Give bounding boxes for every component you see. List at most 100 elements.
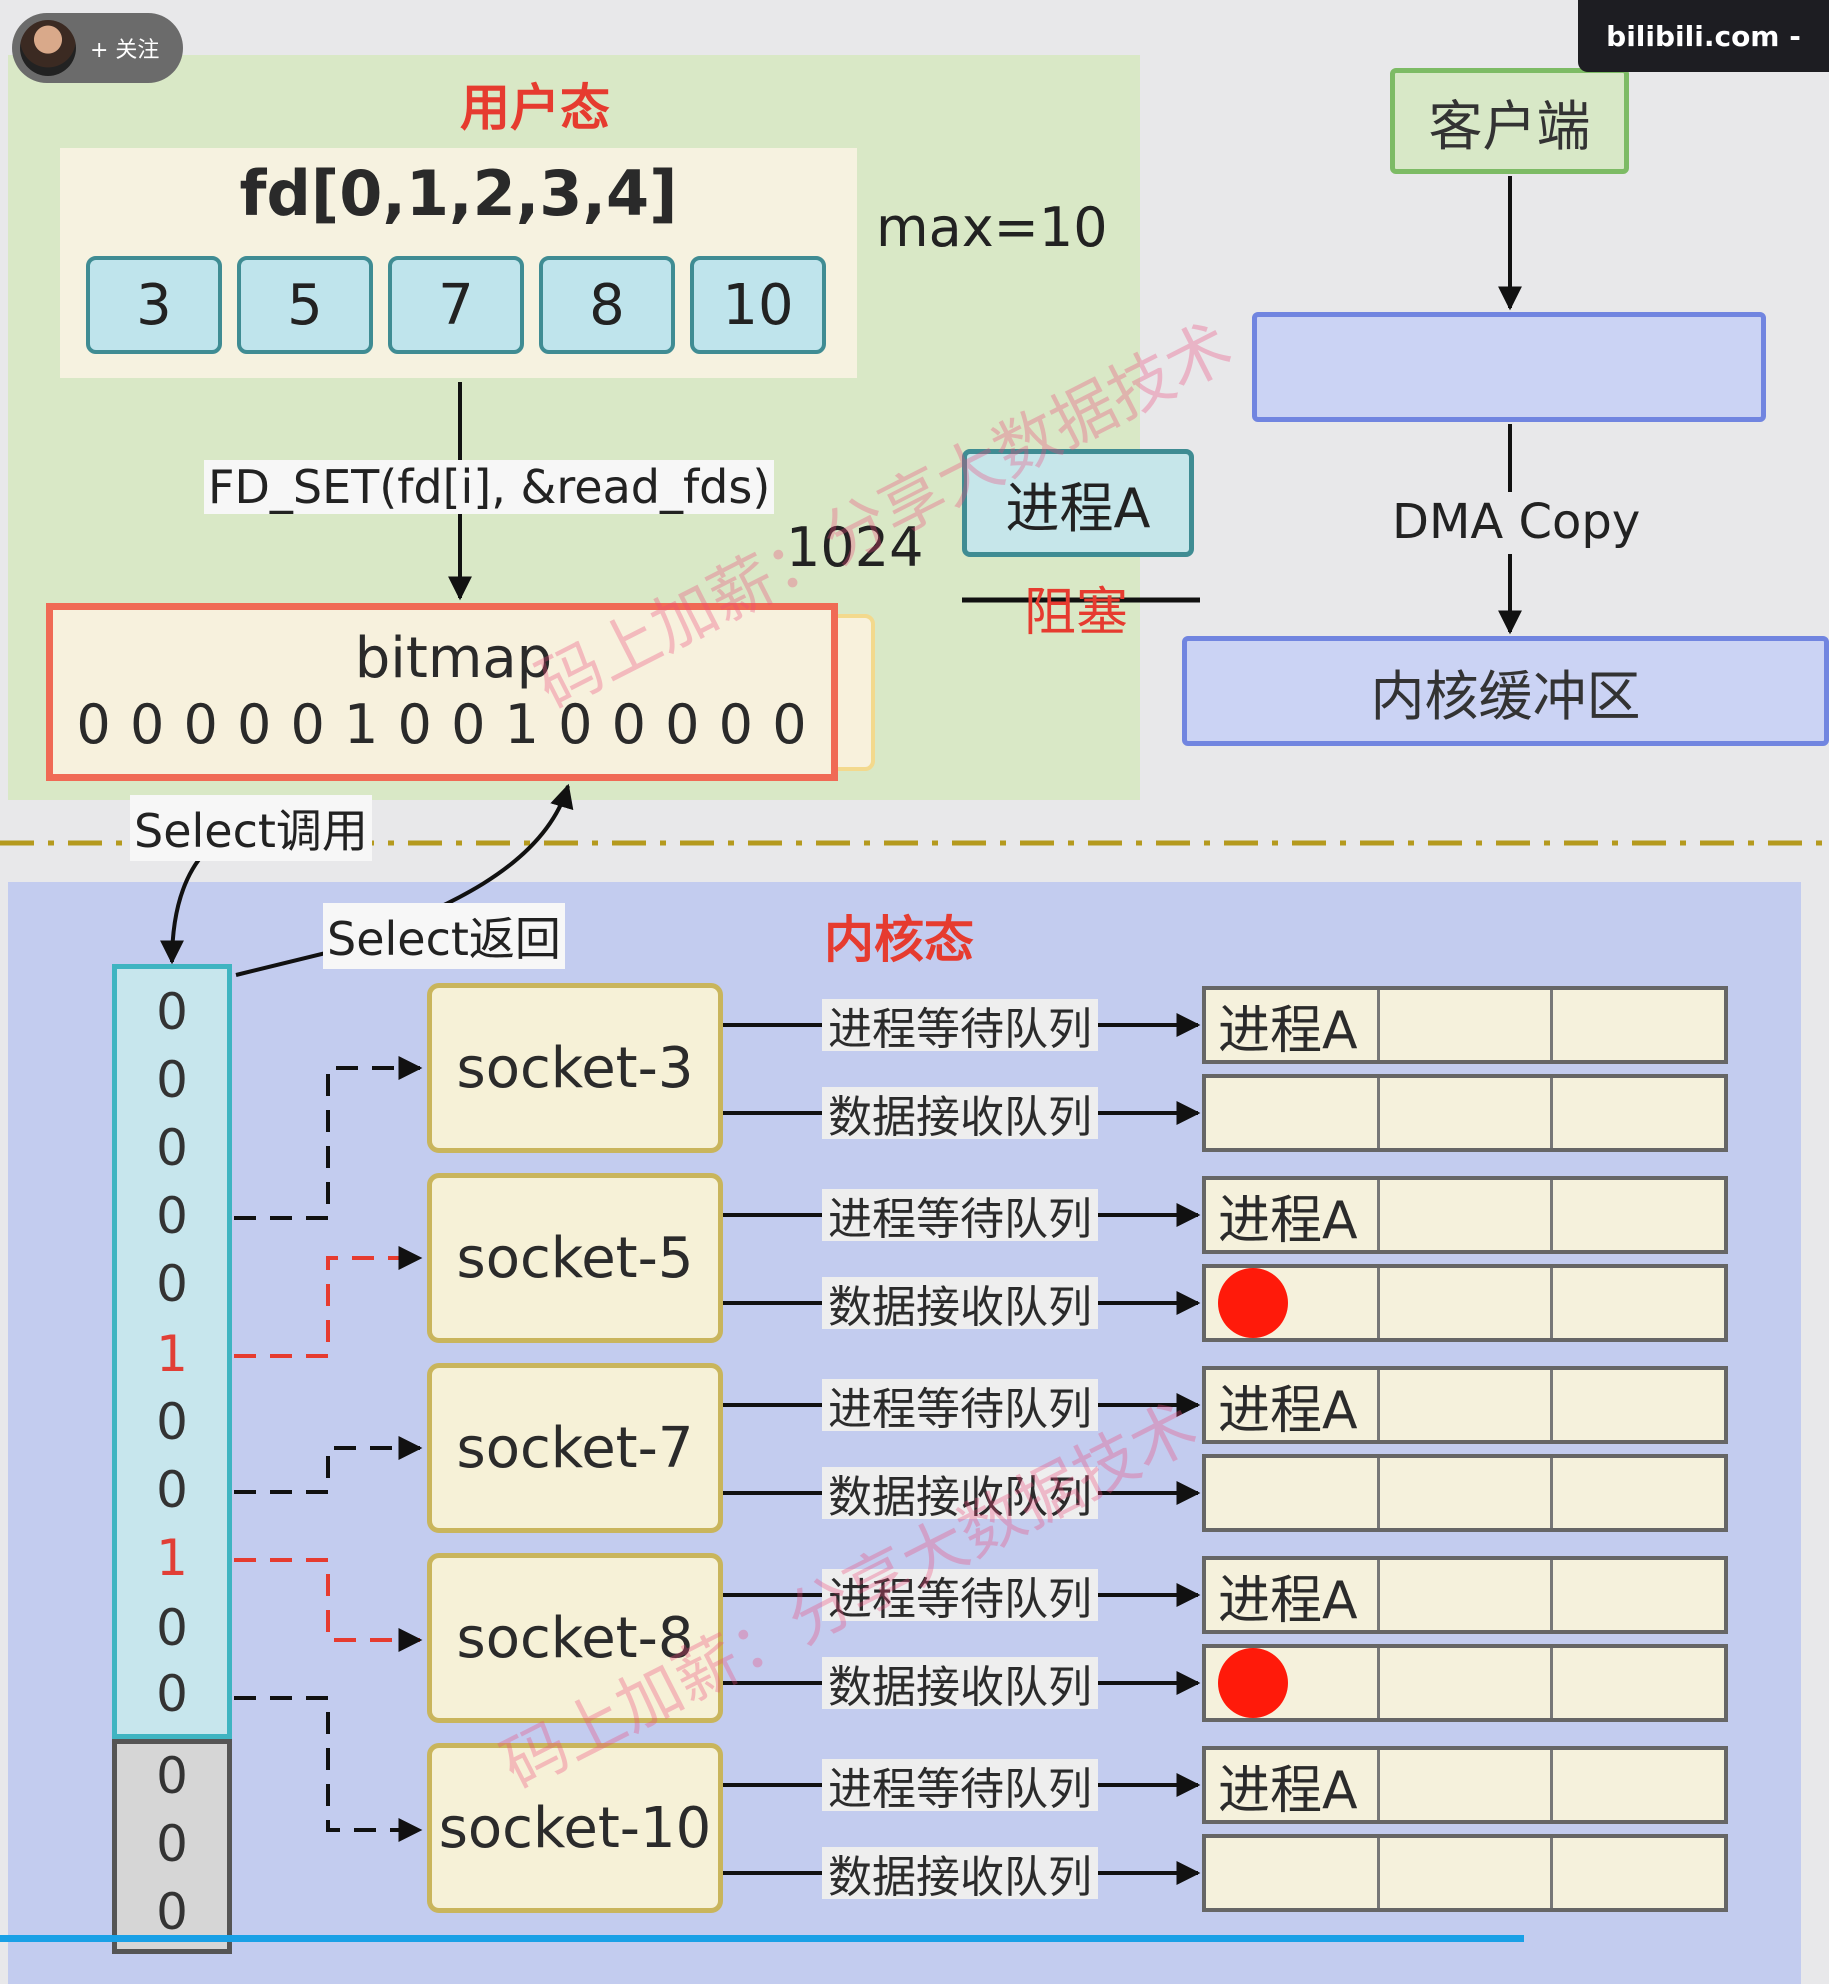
- recv-queue-label: 数据接收队列: [822, 1657, 1098, 1713]
- queue-cell: [1553, 1838, 1724, 1908]
- wait-queue-row: 进程A: [1202, 1746, 1728, 1824]
- wait-queue-label: 进程等待队列: [822, 1759, 1098, 1815]
- fd-cell: 5: [237, 256, 373, 354]
- bit-link-socket-10: [234, 1696, 423, 1842]
- queue-cell: [1380, 1458, 1554, 1528]
- max-label: max=10: [876, 196, 1108, 259]
- follow-button[interactable]: + 关注: [90, 38, 160, 63]
- queue-cell: [1206, 1078, 1380, 1148]
- queue-cell: [1380, 1370, 1554, 1440]
- client-box: 客户端: [1390, 68, 1629, 174]
- bit-link-socket-8: [234, 1558, 423, 1652]
- socket-box: socket-7: [427, 1363, 723, 1533]
- avatar[interactable]: [20, 20, 76, 76]
- kernel-bit: 0: [156, 1815, 188, 1873]
- fd-cell: 8: [539, 256, 675, 354]
- video-progress-bar[interactable]: [0, 1935, 1524, 1942]
- queue-cell: [1380, 1560, 1554, 1630]
- limit-label: 1024: [786, 516, 924, 579]
- wait-queue-row: 进程A: [1202, 1176, 1728, 1254]
- fd-set-label: FD_SET(fd[i], &read_fds): [204, 460, 775, 514]
- follow-pill[interactable]: + 关注: [12, 13, 183, 83]
- select-call-label: Select调用: [130, 795, 372, 861]
- bitmap-bits: 0 0 0 0 0 1 0 0 1 0 0 0 0 0: [76, 693, 808, 756]
- wait-queue-row: 进程A: [1202, 1366, 1728, 1444]
- fd-array-label: fd[0,1,2,3,4]: [239, 156, 678, 230]
- queue-cell: 进程A: [1206, 1560, 1380, 1631]
- queue-cell: [1553, 1458, 1724, 1528]
- wait-queue-label: 进程等待队列: [822, 999, 1098, 1055]
- wait-queue-label: 进程等待队列: [822, 1379, 1098, 1435]
- queue-cell: [1206, 1268, 1380, 1338]
- kernel-bit: 0: [156, 1051, 188, 1109]
- queue-cell: [1380, 1648, 1554, 1718]
- fd-cell: 3: [86, 256, 222, 354]
- process-a-box: 进程A: [962, 449, 1194, 557]
- select-call-arrow: [160, 850, 207, 965]
- kernel-bit: 0: [156, 1883, 188, 1941]
- bit-link-socket-5: [234, 1246, 423, 1358]
- wait-queue-row: 进程A: [1202, 986, 1728, 1064]
- socket-box: socket-3: [427, 983, 723, 1153]
- bitmap-title: bitmap: [354, 626, 553, 691]
- bit-link-socket-7: [234, 1436, 423, 1494]
- queue-cell: 进程A: [1206, 990, 1380, 1061]
- queue-cell: [1380, 990, 1554, 1060]
- bitmap-box: [46, 603, 838, 781]
- queue-cell: [1206, 1458, 1380, 1528]
- wait-queue-row: 进程A: [1202, 1556, 1728, 1634]
- recv-queue-row: [1202, 1834, 1728, 1912]
- recv-queue-row: [1202, 1074, 1728, 1152]
- queue-cell: [1553, 1268, 1724, 1338]
- queue-cell: [1553, 1560, 1724, 1630]
- kernel-bit: 0: [156, 1393, 188, 1451]
- recv-queue-label: 数据接收队列: [822, 1847, 1098, 1903]
- dma-copy-label: DMA Copy: [1392, 494, 1641, 550]
- queue-cell: 进程A: [1206, 1180, 1380, 1251]
- recv-queue-row: [1202, 1264, 1728, 1342]
- queue-cell: 进程A: [1206, 1370, 1380, 1441]
- blocked-label: 阻塞: [1024, 583, 1129, 643]
- recv-queue-label: 数据接收队列: [822, 1087, 1098, 1143]
- socket-box: socket-8: [427, 1553, 723, 1723]
- queue-cell: [1553, 1180, 1724, 1250]
- recv-queue-label: 数据接收队列: [822, 1467, 1098, 1523]
- queue-cell: [1206, 1838, 1380, 1908]
- site-badge: bilibili.com -: [1578, 0, 1829, 72]
- recv-queue-label: 数据接收队列: [822, 1277, 1098, 1333]
- kernel-space-title: 内核态: [824, 911, 974, 969]
- queue-cell: [1380, 1268, 1554, 1338]
- kernel-bit: 0: [156, 1119, 188, 1177]
- nic-box: [1252, 312, 1766, 422]
- kernel-bit-column-extra: [112, 1739, 232, 1954]
- queue-cell: [1553, 1648, 1724, 1718]
- kernel-bit: 1: [156, 1529, 188, 1587]
- kernel-buffer-box: 内核缓冲区: [1182, 636, 1829, 746]
- kernel-bit: 0: [156, 1255, 188, 1313]
- queue-cell: [1553, 1370, 1724, 1440]
- fd-cell: 7: [388, 256, 524, 354]
- wait-queue-label: 进程等待队列: [822, 1569, 1098, 1625]
- bit-link-socket-3: [234, 1056, 423, 1220]
- kernel-bit: 0: [156, 1187, 188, 1245]
- queue-cell: [1380, 1838, 1554, 1908]
- recv-queue-row: [1202, 1454, 1728, 1532]
- received-data-dot: [1218, 1268, 1288, 1338]
- received-data-dot: [1218, 1648, 1288, 1718]
- queue-cell: [1553, 990, 1724, 1060]
- user-space-title: 用户态: [460, 79, 610, 137]
- select-return-label: Select返回: [323, 903, 565, 969]
- kernel-bit: 0: [156, 983, 188, 1041]
- queue-cell: [1206, 1648, 1380, 1718]
- kernel-bit: 0: [156, 1665, 188, 1723]
- wait-queue-label: 进程等待队列: [822, 1189, 1098, 1245]
- kernel-bit: 0: [156, 1461, 188, 1519]
- recv-queue-row: [1202, 1644, 1728, 1722]
- queue-cell: 进程A: [1206, 1750, 1380, 1821]
- queue-cell: [1380, 1078, 1554, 1148]
- queue-cell: [1553, 1750, 1724, 1820]
- kernel-bit: 0: [156, 1599, 188, 1657]
- socket-box: socket-10: [427, 1743, 723, 1913]
- fd-cell: 10: [690, 256, 826, 354]
